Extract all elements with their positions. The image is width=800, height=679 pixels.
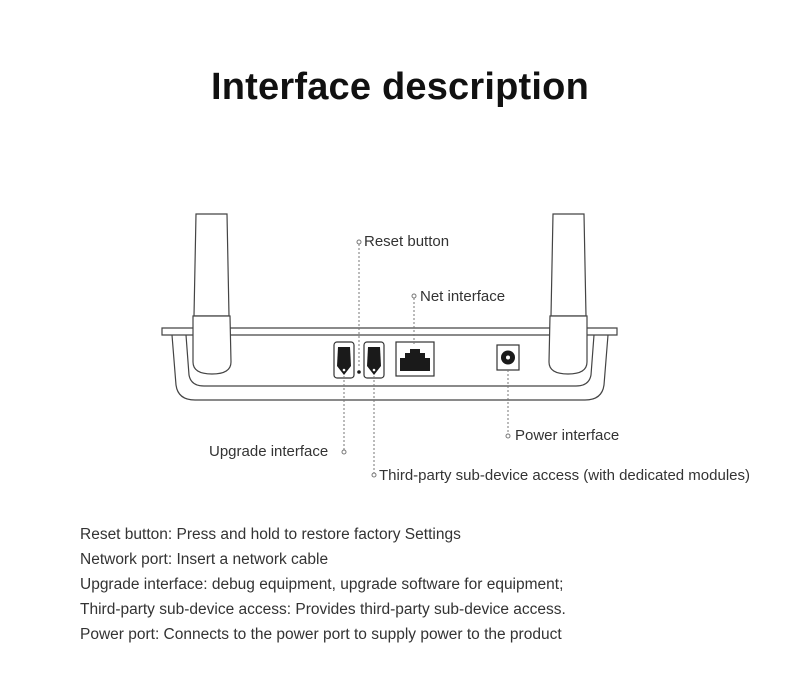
left-antenna: [192, 213, 232, 375]
description-third-party: Third-party sub-device access: Provides …: [80, 601, 566, 618]
net-interface-callout: Net interface: [420, 288, 506, 305]
net-port: [395, 341, 435, 377]
description-upgrade: Upgrade interface: debug equipment, upgr…: [80, 576, 564, 593]
power-port: [496, 344, 520, 371]
description-power: Power port: Connects to the power port t…: [80, 626, 562, 643]
upgrade-interface-callout: Upgrade interface: [209, 443, 329, 460]
upgrade-port: [333, 341, 355, 379]
reset-button-callout: Reset button: [364, 233, 450, 250]
router-body: [161, 327, 618, 401]
right-antenna: [548, 213, 588, 375]
leader-lines: [343, 244, 509, 473]
third-party-access-callout: Third-party sub-device access (with dedi…: [379, 467, 750, 484]
description-list: Reset button: Press and hold to restore …: [80, 522, 780, 647]
page-title: Interface description: [211, 66, 589, 108]
third-party-port: [363, 341, 385, 379]
description-reset: Reset button: Press and hold to restore …: [80, 526, 461, 543]
description-network: Network port: Insert a network cable: [80, 551, 329, 568]
power-interface-callout: Power interface: [515, 427, 620, 444]
leader-endpoints: [341, 239, 511, 478]
reset-pinhole: [357, 370, 361, 374]
